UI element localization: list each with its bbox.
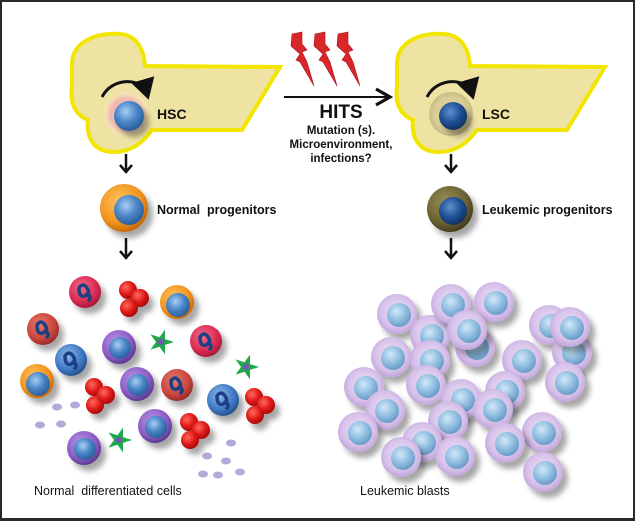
down-arrow-icon bbox=[444, 238, 458, 260]
platelet-cell bbox=[198, 470, 208, 478]
leukemic-blast-cell bbox=[474, 282, 514, 322]
lsc-label: LSC bbox=[482, 106, 510, 122]
leukemic-blast-cell bbox=[522, 412, 562, 452]
lightning-bolt-icon bbox=[336, 31, 361, 87]
hits-line-3: infections? bbox=[310, 153, 371, 165]
red-blood-cell-cluster bbox=[245, 388, 275, 424]
leukemic-blast-cell bbox=[406, 365, 446, 405]
down-arrow-icon bbox=[444, 154, 458, 174]
leukemic-blast-cell bbox=[485, 423, 525, 463]
leukemic-blast-cell bbox=[523, 452, 563, 492]
lightning-bolt-icon bbox=[313, 31, 338, 87]
leukemic-blast-cell bbox=[338, 412, 378, 452]
platelet-cell bbox=[235, 468, 245, 476]
leukemic-progenitors-label: Leukemic progenitors bbox=[482, 203, 613, 217]
hits-title: HITS bbox=[319, 102, 362, 123]
platelet-cell bbox=[70, 401, 80, 409]
leukemic-blasts-label: Leukemic blasts bbox=[360, 484, 450, 498]
leukemic-blast-cell bbox=[447, 310, 487, 350]
down-arrow-icon bbox=[119, 154, 133, 174]
leukemic-blast-cell bbox=[502, 340, 542, 380]
normal-progenitors-label: Normal progenitors bbox=[157, 203, 277, 217]
normal-differentiated-cells bbox=[20, 276, 275, 479]
self-renewal-arrow-icon bbox=[100, 76, 155, 100]
red-blood-cell-cluster bbox=[180, 413, 210, 449]
leukemic-blast-cell bbox=[377, 294, 417, 334]
lsc-nucleus bbox=[439, 102, 467, 130]
leukemic-blast-cell bbox=[381, 437, 421, 477]
down-arrow-icon bbox=[119, 238, 133, 260]
red-blood-cell-cluster bbox=[85, 378, 115, 414]
megakaryocyte-cell bbox=[108, 427, 132, 453]
lightning-icons bbox=[290, 31, 361, 87]
granulocyte-cell bbox=[207, 384, 239, 416]
lymphocyte-cell bbox=[20, 364, 54, 398]
down-arrows bbox=[119, 154, 458, 260]
normal-progenitor-cell bbox=[100, 184, 148, 232]
leukemic-blast-cell bbox=[550, 307, 590, 347]
hits-line-2: Microenvironment, bbox=[290, 139, 393, 151]
hsc-label: HSC bbox=[157, 106, 187, 122]
megakaryocyte-cell bbox=[150, 329, 174, 355]
platelet-cell bbox=[52, 403, 62, 411]
granulocyte-cell bbox=[190, 325, 222, 357]
platelet-cell bbox=[226, 439, 236, 447]
leukemic-blast-cell bbox=[545, 362, 585, 402]
platelet-cell bbox=[202, 452, 212, 460]
platelet-cell bbox=[35, 421, 45, 429]
lymphocyte-cell bbox=[160, 285, 194, 319]
platelet-cell bbox=[56, 420, 66, 428]
hsc-niche: HSC bbox=[69, 31, 284, 155]
platelet-cell bbox=[221, 457, 231, 465]
lsc-niche: LSC bbox=[394, 31, 609, 155]
normal-cells-label: Normal differentiated cells bbox=[34, 484, 182, 498]
granulocyte-cell bbox=[27, 313, 59, 345]
monocyte-cell bbox=[120, 367, 154, 401]
leukemic-progenitor-cell bbox=[427, 186, 473, 232]
granulocyte-cell bbox=[55, 344, 87, 376]
lightning-bolt-icon bbox=[290, 31, 315, 87]
monocyte-cell bbox=[67, 431, 101, 465]
leukemic-blasts bbox=[338, 282, 592, 492]
granulocyte-cell bbox=[161, 369, 193, 401]
hsc-nucleus bbox=[114, 101, 144, 131]
self-renewal-arrow-icon bbox=[425, 76, 480, 100]
leukemic-blast-cell bbox=[473, 389, 513, 429]
hits-line-1: Mutation (s). bbox=[307, 125, 375, 137]
monocyte-cell bbox=[138, 409, 172, 443]
granulocyte-cell bbox=[69, 276, 101, 308]
leukemic-blast-cell bbox=[435, 436, 475, 476]
leukemic-blast-cell bbox=[365, 390, 405, 430]
leukemic-blast-cell bbox=[371, 337, 411, 377]
megakaryocyte-cell bbox=[235, 354, 259, 380]
red-blood-cell-cluster bbox=[119, 281, 149, 317]
platelet-cell bbox=[213, 471, 223, 479]
monocyte-cell bbox=[102, 330, 136, 364]
